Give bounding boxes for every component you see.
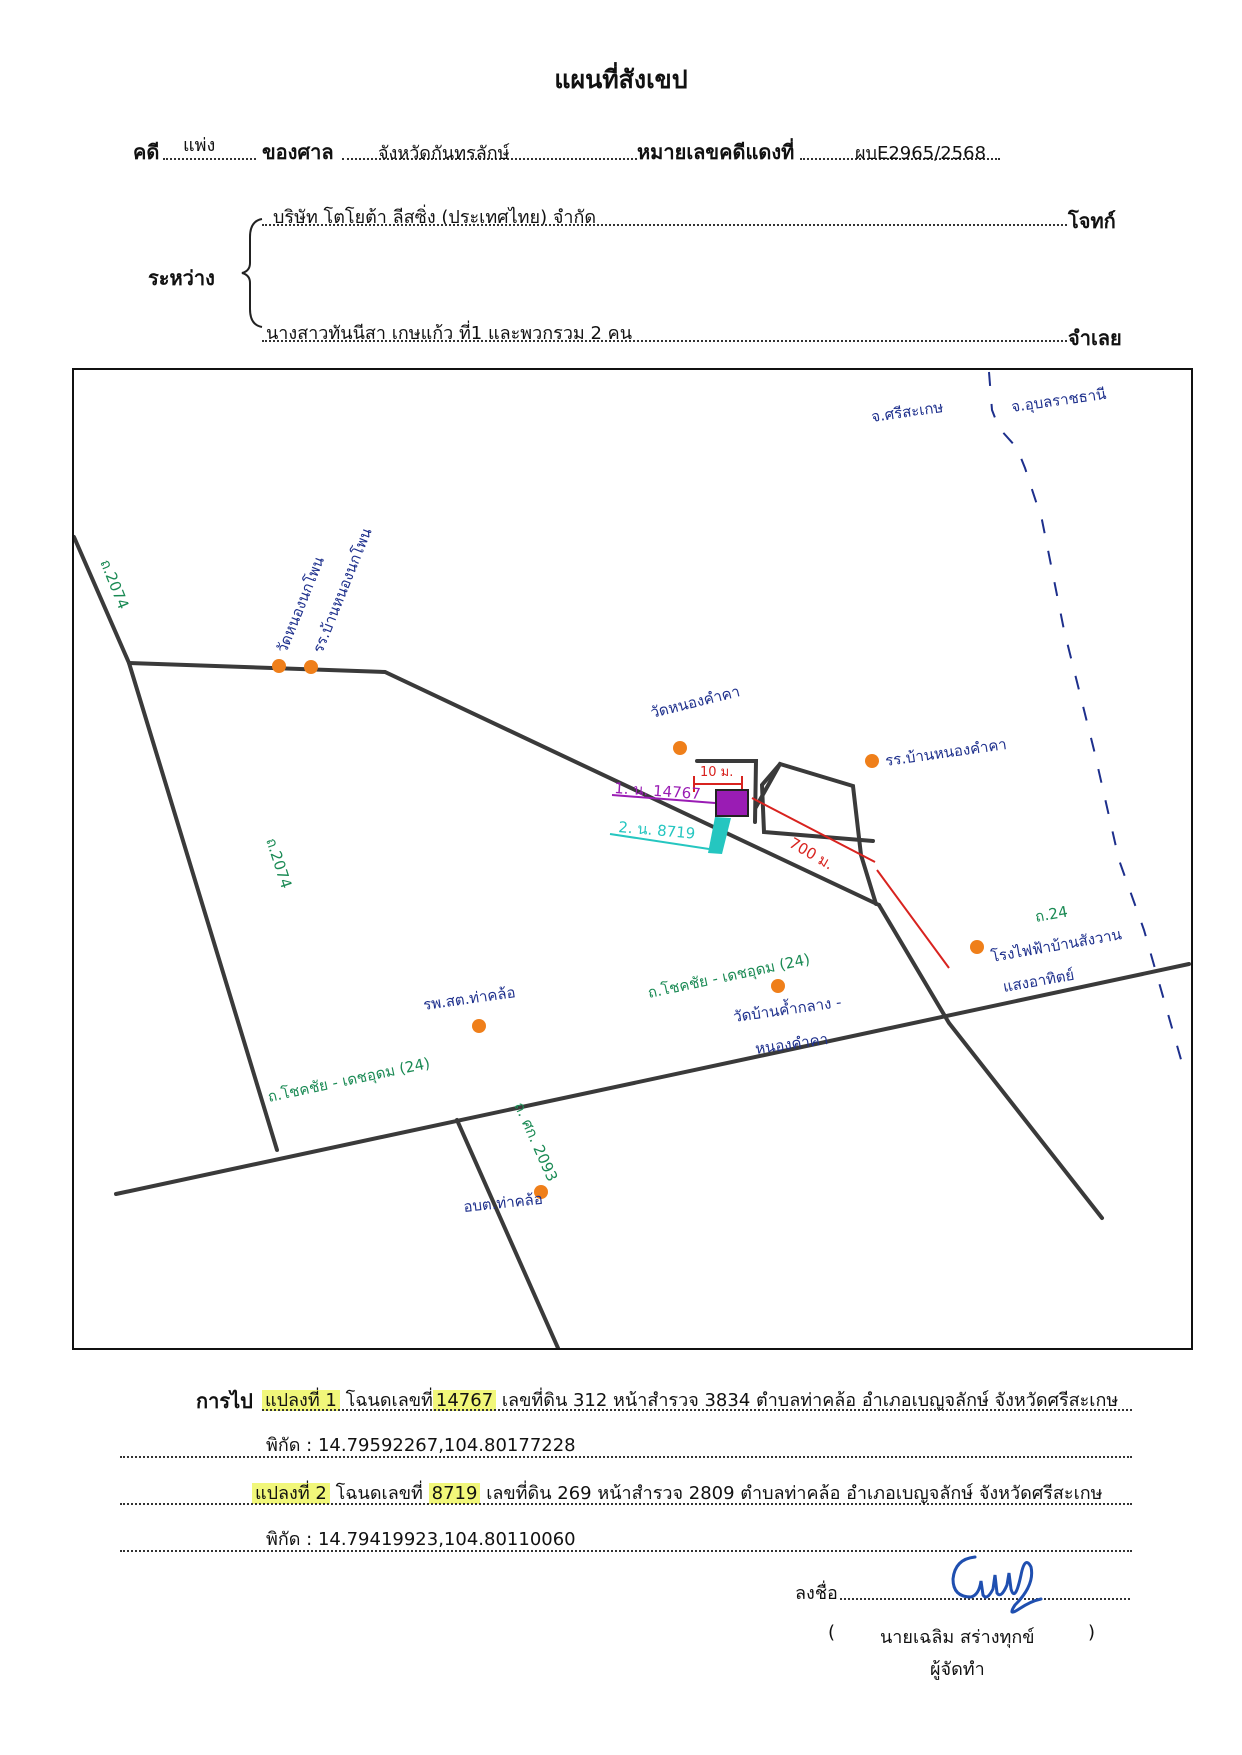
label-school-nong-kham-kha: รร.บ้านหนองคำคา [884, 735, 1008, 770]
signer-role: ผู้จัดทำ [930, 1659, 985, 1680]
plaintiff-line [262, 224, 1067, 226]
road-sk-2093 [455, 1118, 560, 1350]
parcel-2-coordinates: พิกัด : 14.79419923,104.80110060 [266, 1529, 576, 1550]
between-label: ระหว่าง [148, 266, 215, 290]
block-outline-3 [759, 762, 875, 843]
label-road-khukhan-lower: ถ.โชคชัย - เดชอุดม (24) [266, 1054, 432, 1107]
case-type-line [163, 158, 256, 160]
label-solar-plant: โรงไฟฟ้าบ้านสังวาน [990, 925, 1124, 966]
label-road-2074-mid: ถ.2074 [262, 836, 295, 891]
parcel-2-deed-number: 8719 [428, 1483, 481, 1504]
label-school-nong-nak-phon: รร.บ้านหนองนกโพน [309, 525, 376, 655]
label-wat-kha-klang-2: หนองคำคา [754, 1030, 829, 1058]
case-label: คดี [133, 140, 160, 164]
label-wat-nong-kham-kha: วัดหนองคำคา [649, 682, 742, 722]
road-24 [114, 962, 1191, 1196]
directions-label: การไป [196, 1389, 253, 1413]
block-outline-2 [754, 761, 878, 906]
parcel-1-line-dots [262, 1409, 1132, 1411]
parcel-2-coords-dots [120, 1550, 1132, 1552]
page-title: แผนที่สังเขป [554, 65, 688, 94]
parcel-2-line: แปลงที่ 2 โฉนดเลขที่ 8719 เลขที่ดิน 269 … [252, 1478, 1103, 1507]
signer-open-paren: ( [828, 1622, 836, 1643]
plaintiff-label: โจทก์ [1068, 209, 1116, 233]
parcel-1-deed-number: 14767 [432, 1390, 497, 1411]
road-local-west [127, 661, 881, 907]
signer-name: นายเฉลิม สร่างทุกข์ [880, 1627, 1035, 1648]
parcel-1-shape [715, 789, 749, 817]
defendant-label: จำเลย [1068, 326, 1122, 350]
red-case-number-label: หมายเลขคดีแดงที่ [637, 140, 795, 164]
province-boundary [988, 371, 1185, 1071]
label-province-si-sa-ket: จ.ศรีสะเกษ [870, 398, 944, 426]
parcel-2-prefix: แปลงที่ 2 [252, 1483, 330, 1504]
plaintiff-name: บริษัท โตโยต้า ลีสซิ่ง (ประเทศไทย) จำกัด [273, 207, 597, 228]
label-wat-kha-klang: วัดบ้านค้ำกลาง - [732, 991, 843, 1026]
dim-700m-line [751, 797, 876, 863]
court-label: ของศาล [262, 140, 334, 164]
dot-solar-plant [970, 940, 984, 954]
defendant-line [262, 340, 1067, 342]
label-sao-tha-khlo: อบต.ท่าคล้อ [463, 1190, 544, 1216]
road-to-powerplant [877, 903, 1104, 1220]
parcel-2-details: เลขที่ดิน 269 หน้าสำรวจ 2809 ตำบลท่าคล้อ… [486, 1483, 1103, 1504]
parcel-2-deed-word: โฉนดเลขที่ [335, 1483, 423, 1504]
block-outline-1 [695, 759, 759, 824]
parcel-2-line-dots [120, 1503, 1132, 1505]
parcel-1-coordinates: พิกัด : 14.79592267,104.80177228 [266, 1435, 576, 1456]
parcel-1-deed-word: โฉนดเลขที่ [345, 1390, 433, 1411]
label-dist-10m: 10 ม. [700, 765, 733, 780]
dot-wat-nong-kham-kha [673, 741, 687, 755]
label-hospital-tha-khlo: รพ.สต.ท่าคล้อ [422, 983, 517, 1014]
sign-line [840, 1598, 1130, 1600]
signer-close-paren: ) [1088, 1622, 1096, 1643]
case-type-value: แพ่ง [183, 135, 216, 156]
dim-700m-line-2 [876, 869, 950, 969]
parcel-1-leader [611, 794, 716, 804]
dot-hospital-tha-khlo [472, 1019, 486, 1033]
label-road-sk-2093: ถ. ศก. 2093 [510, 1099, 561, 1184]
handwritten-signature [945, 1545, 1055, 1624]
sign-label: ลงชื่อ [795, 1583, 838, 1604]
label-parcel-2: 2. น. 8719 [618, 818, 696, 843]
dot-school-nong-kham-kha [865, 754, 879, 768]
map-frame: จ.ศรีสะเกษ จ.อุบลราชธานี ถ.2074 ถ.2074 ว… [72, 368, 1193, 1350]
sketch-map: จ.ศรีสะเกษ จ.อุบลราชธานี ถ.2074 ถ.2074 ว… [72, 371, 1191, 1350]
parcel-1-coords-dots [120, 1456, 1132, 1458]
label-road-khukhan-upper: ถ.โชคชัย - เดชอุดม (24) [646, 950, 812, 1003]
parcel-1-prefix: แปลงที่ 1 [262, 1390, 340, 1411]
court-name-value: จังหวัดกันทรลักษ์ [378, 143, 510, 164]
label-road-24: ถ.24 [1034, 902, 1070, 925]
dot-school-nong-nak-phon [304, 660, 318, 674]
label-parcel-1: 1. น. 14767 [614, 779, 702, 803]
red-case-number-value: ผบE2965/2568 [855, 143, 987, 164]
dot-sao-tha-khlo [534, 1185, 548, 1199]
red-case-number-line [800, 158, 1000, 160]
parcel-2-leader [609, 833, 710, 850]
court-name-line [342, 158, 637, 160]
dot-wat-nong-nak-phon [272, 659, 286, 673]
parcel-1-line: แปลงที่ 1 โฉนดเลขที่14767 เลขที่ดิน 312 … [262, 1385, 1118, 1414]
parties-brace [240, 215, 270, 331]
label-province-ubon: จ.อุบลราชธานี [1010, 385, 1107, 417]
road-2074 [72, 535, 279, 1152]
dot-wat-kha-klang [771, 979, 785, 993]
label-dist-700m: 700 ม. [786, 834, 837, 874]
parcel-1-details: เลขที่ดิน 312 หน้าสำรวจ 3834 ตำบลท่าคล้อ… [501, 1390, 1119, 1411]
parcel-2-shape [708, 817, 731, 854]
defendant-name: นางสาวทันนีสา เกษแก้ว ที่1 และพวกรวม 2 ค… [266, 323, 633, 344]
